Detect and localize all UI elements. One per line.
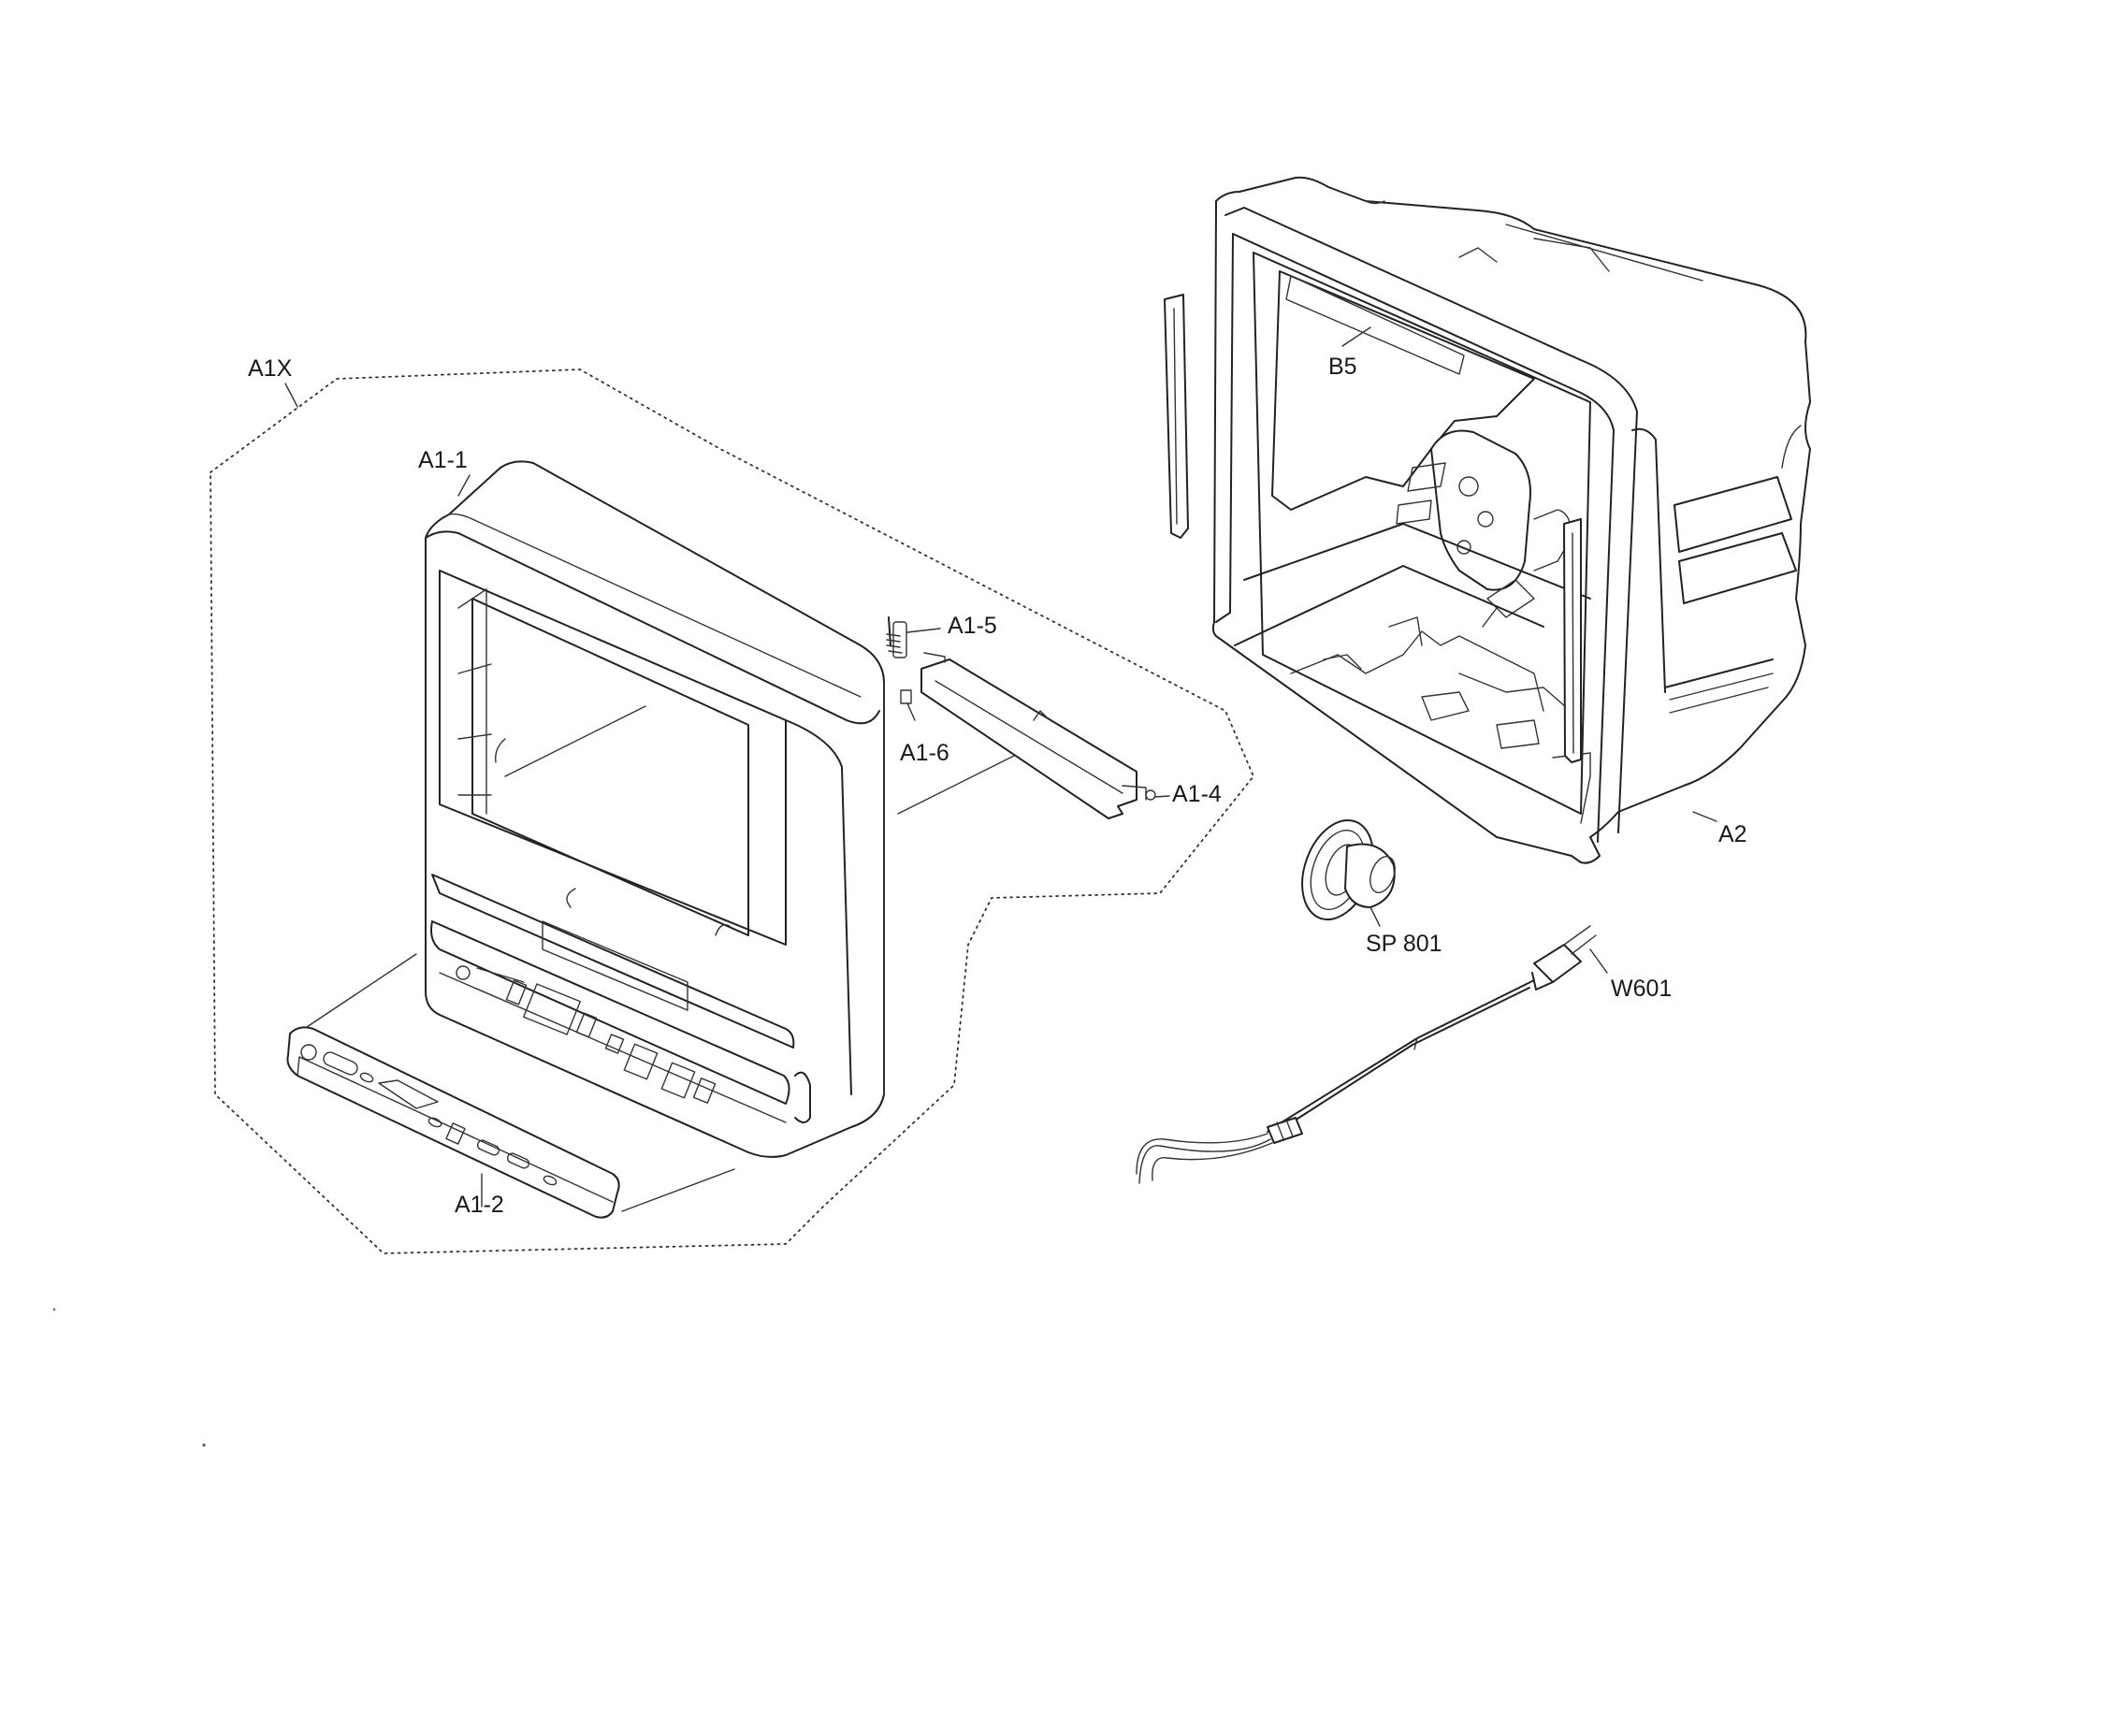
rail-right [1563,518,1582,763]
rear-cabinet-a2 [1211,176,1811,864]
power-cord-w601 [1136,925,1608,1184]
label-b5: B5 [1328,354,1357,380]
label-w601: W601 [1611,976,1672,1002]
leader-b5 [1341,326,1371,347]
leader-a2 [1692,811,1717,822]
a1x-assembly-boundary [210,369,1255,1254]
label-a1-4: A1-4 [1172,781,1222,807]
rail-left [1164,294,1189,539]
label-a1-2: A1-2 [455,1192,504,1218]
label-a1-1: A1-1 [418,447,468,473]
leader-a1x [284,383,298,408]
speaker-sp801 [1301,818,1396,927]
screw-a1-5 [886,616,946,663]
label-a1x: A1X [248,355,293,382]
clip-a1-6 [900,689,916,721]
bracket-a1-4 [920,658,1170,819]
label-a1-6: A1-6 [900,740,949,766]
stray-dot [52,1308,56,1311]
stray-dot [202,1443,206,1447]
label-a1-5: A1-5 [948,613,997,639]
control-panel-a1-2 [286,1026,620,1219]
label-sp801: SP 801 [1366,931,1442,957]
front-cabinet-a1-1 [425,460,885,1158]
label-a2: A2 [1718,821,1747,847]
leader-a1-1 [457,474,471,497]
